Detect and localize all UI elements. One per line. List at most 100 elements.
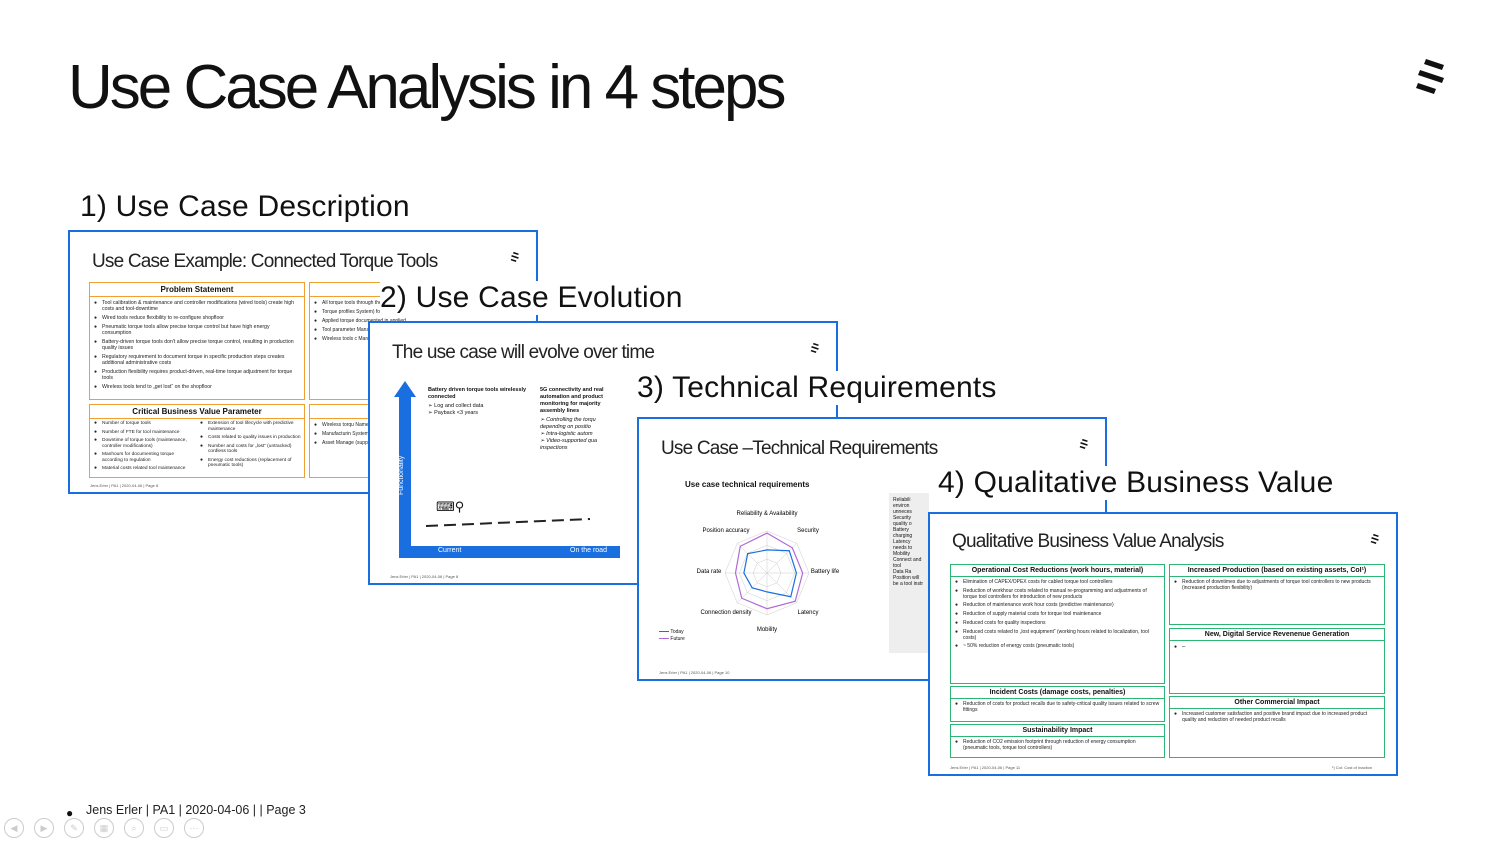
list-item: Downtime of torque tools (maintenance, c… [94, 438, 196, 449]
operational-cost-box: Operational Cost Reductions (work hours,… [950, 564, 1165, 684]
problem-statement-heading: Problem Statement [90, 283, 304, 297]
list-item: Number of torque tools [94, 421, 196, 427]
next-slide-button[interactable]: ▶ [34, 818, 54, 838]
list-item: Tool parameter Management S [314, 327, 534, 333]
radar-series-future [734, 532, 804, 610]
list-item: Wireless tools c Management S territory [314, 336, 534, 342]
thumb4-footnote: ¹) CoI: Cost of Inaction [1332, 765, 1373, 770]
critical-business-value-box: Critical Business Value Parameter Number… [89, 404, 305, 478]
ds-heading: New, Digital Service Revenenue Generatio… [1170, 629, 1384, 641]
list-item: Regulatory requirement to document torqu… [94, 354, 300, 366]
list-item: Production flexibility requires product-… [94, 369, 300, 381]
list-item: Elimination of CAPEX/OPEX costs for cabl… [955, 579, 1160, 586]
slide-thumbnail-business-value[interactable]: Qualitative Business Value Analysis Oper… [928, 512, 1398, 776]
footer-bullet: ● [66, 806, 74, 820]
pen-icon[interactable]: ✎ [64, 818, 84, 838]
evolution-axes-graphic [394, 381, 620, 558]
radar-axis-label: Connection density [700, 610, 751, 616]
list-item: Reduced costs related to „lost equipment… [955, 629, 1160, 642]
list-item: Wired tools reduce flexibility to re-con… [94, 315, 300, 321]
radar-axis-label: Security [797, 528, 819, 534]
list-item: Increased customer satisfaction and posi… [1174, 711, 1380, 724]
list-item: Manufacturin System (supp [314, 431, 534, 437]
problem-statement-box: Problem Statement Tool calibration & mai… [89, 282, 305, 400]
list-item: Wireless tools tend to „get lost“ on the… [94, 384, 300, 390]
thumb2-title: The use case will evolve over time [392, 342, 655, 363]
thumb3-footer: Jens Erler | PA1 | 2020-04-06 | Page 10 [659, 670, 730, 675]
step2-heading: 2) Use Case Evolution [380, 281, 689, 315]
radar-axis-label: Data rate [697, 569, 722, 575]
thumb2-footer: Jens Erler | PA1 | 2020-04-06 | Page 8 [390, 574, 459, 579]
op-heading: Operational Cost Reductions (work hours,… [951, 565, 1164, 577]
slides-grid-icon[interactable]: ▦ [94, 818, 114, 838]
radar-legend: Today Future [659, 629, 685, 643]
list-item: Reduction of supply material costs for t… [955, 611, 1160, 618]
list-item: Number and costs for „lost“ (untracked) … [200, 444, 302, 455]
ericsson-logo-icon [1079, 438, 1088, 449]
ericsson-logo-icon [810, 342, 819, 353]
x-current-label: Current [438, 547, 462, 554]
chart-heading: Use case technical requirements [685, 480, 810, 489]
radar-axis-label: Position accuracy [702, 528, 749, 534]
oc-heading: Other Commercial Impact [1170, 697, 1384, 709]
list-item: Reduction of costs for product recalls d… [955, 701, 1160, 714]
list-item: Battery-driven torque tools don't allow … [94, 339, 300, 351]
list-item: Wireless torqu Name) [314, 422, 534, 428]
subtitles-icon[interactable]: ▭ [154, 818, 174, 838]
slide-footer: Jens Erler | PA1 | 2020-04-06 | | Page 3 [86, 803, 306, 817]
radar-axis-label: Reliability & Availability [737, 511, 798, 517]
radar-axis-label: Mobility [757, 627, 777, 633]
step4-heading: 4) Qualitative Business Value [938, 466, 1340, 500]
list-item: Reduced costs for quality inspections [955, 620, 1160, 627]
list-item: Applied torque documented in applied [314, 318, 534, 324]
thumb4-footer: Jens Erler | PA1 | 2020-04-06 | Page 11 [950, 765, 1021, 770]
list-item: Torque profiles System) for all [314, 309, 534, 315]
presenter-toolbar: ◀ ▶ ✎ ▦ ⌕ ▭ ⋯ [4, 818, 204, 838]
list-item: Energy cost reductions (replacement of p… [200, 458, 302, 469]
list-item: Reduction of downtimes due to adjustment… [1174, 579, 1380, 592]
incident-costs-box: Incident Costs (damage costs, penalties)… [950, 686, 1165, 722]
stage1-text: Battery driven torque tools wirelessly c… [428, 387, 527, 416]
radar-axis-line [766, 572, 797, 603]
thumb1-footer: Jens Erler | PA1 | 2020-04-06 | Page 8 [90, 483, 159, 488]
zoom-icon[interactable]: ⌕ [124, 818, 144, 838]
list-item: Reduction of maintenance work hour costs… [955, 603, 1160, 609]
stage2-text: 5G connectivity and real automation and … [540, 387, 604, 451]
previous-slide-button[interactable]: ◀ [4, 818, 24, 838]
radar-axis-label: Battery life [811, 569, 840, 575]
list-item: All torque tools through the in- [314, 300, 534, 306]
ic-heading: Incident Costs (damage costs, penalties) [951, 687, 1164, 699]
tablet-pin-icon: ⌨︎⚲ [436, 499, 465, 514]
x-road-label: On the road [570, 547, 607, 554]
ericsson-logo-icon [1370, 533, 1379, 544]
radar-axis-label: Latency [798, 610, 819, 616]
page-title: Use Case Analysis in 4 steps [68, 53, 786, 122]
list-item: Extension of tool lifecycle with predict… [200, 421, 302, 432]
list-item: Reduction of CO2 emission footprint thro… [955, 739, 1160, 752]
ericsson-logo-icon [510, 251, 519, 262]
ericsson-logo-icon [1416, 59, 1444, 94]
list-item: Pneumatic torque tools allow precise tor… [94, 324, 300, 336]
su-heading: Sustainability Impact [951, 725, 1164, 737]
thumb1-title: Use Case Example: Connected Torque Tools [92, 251, 438, 272]
list-item: Costs related to quality issues in produ… [200, 435, 302, 441]
list-item: Material costs related tool maintenance [94, 466, 196, 472]
sustainability-box: Sustainability Impact Reduction of CO2 e… [950, 724, 1165, 758]
list-item: – [1174, 644, 1380, 651]
radar-series-today [743, 549, 798, 598]
cbvp-heading: Critical Business Value Parameter [90, 405, 304, 419]
list-item: Manhours for documenting torque accordin… [94, 452, 196, 463]
requirements-side-list: Reliabili environ unneces Security quali… [889, 493, 929, 653]
list-item: ~ 50% reduction of energy costs (pneumat… [955, 644, 1160, 650]
y-axis-label: Functionality [398, 455, 405, 495]
list-item: Reduction of workhour costs related to m… [955, 588, 1160, 601]
list-item: Tool calibration & maintenance and contr… [94, 300, 300, 312]
step3-heading: 3) Technical Requirements [637, 371, 1003, 405]
thumb4-title: Qualitative Business Value Analysis [952, 531, 1224, 552]
ip-heading: Increased Production (based on existing … [1170, 565, 1384, 577]
thumb3-title: Use Case –Technical Requirements [661, 438, 938, 459]
more-options-icon[interactable]: ⋯ [184, 818, 204, 838]
radar-axis-line [766, 543, 797, 574]
radar-chart: Reliability & AvailabilitySecurityBatter… [697, 511, 840, 633]
list-item: Asset Manage (supplier: Nan [314, 440, 534, 446]
